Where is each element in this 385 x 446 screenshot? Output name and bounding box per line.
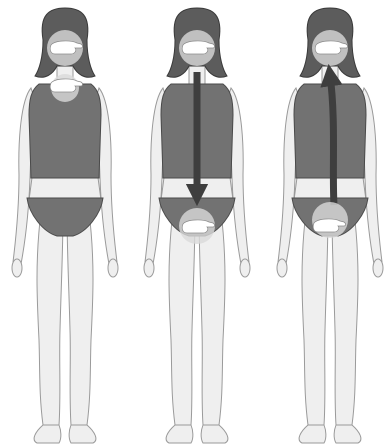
figure-1 xyxy=(12,8,118,443)
body-back-view xyxy=(12,8,118,443)
figure-3 xyxy=(277,8,383,443)
figure-2 xyxy=(144,8,250,443)
arrow-up-icon xyxy=(330,75,334,205)
